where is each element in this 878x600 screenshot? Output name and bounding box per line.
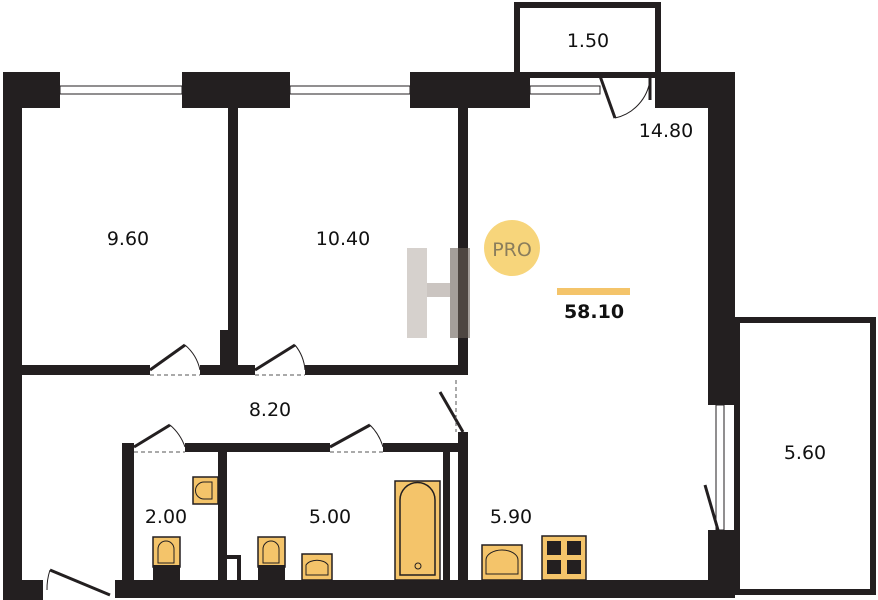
- room-area-balcony-right: 5.60: [784, 442, 826, 464]
- toilet-bath-icon: [257, 536, 286, 580]
- balcony-right-outline: [734, 317, 876, 595]
- toilet-wc-icon: [152, 536, 181, 580]
- kitchen-sink-icon: [481, 544, 523, 581]
- room-area-bathroom: 5.00: [309, 506, 351, 528]
- watermark-logo: [407, 248, 470, 338]
- doors: [46, 75, 720, 597]
- room-area-bedroom-2: 10.40: [316, 228, 370, 250]
- room-area-wc: 2.00: [145, 506, 187, 528]
- walls: [3, 72, 735, 600]
- windows: [59, 85, 725, 531]
- room-area-kitchen-living: 14.80: [639, 120, 693, 142]
- room-area-kitchen: 5.90: [490, 506, 532, 528]
- room-area-hall: 8.20: [249, 399, 291, 421]
- sink-wc-icon: [192, 476, 219, 505]
- room-area-bedroom-1: 9.60: [107, 228, 149, 250]
- stove-icon: [541, 535, 587, 581]
- total-area-bar: [557, 288, 630, 295]
- total-area: 58.10: [564, 301, 624, 323]
- balcony-top-outline: [514, 2, 661, 78]
- bathtub-icon: [394, 480, 441, 581]
- fixtures: [152, 476, 587, 581]
- pro-badge-label: PRO: [492, 239, 532, 261]
- room-area-balcony-top: 1.50: [567, 30, 609, 52]
- pro-badge: [484, 220, 540, 276]
- sink-bath-icon: [301, 553, 333, 581]
